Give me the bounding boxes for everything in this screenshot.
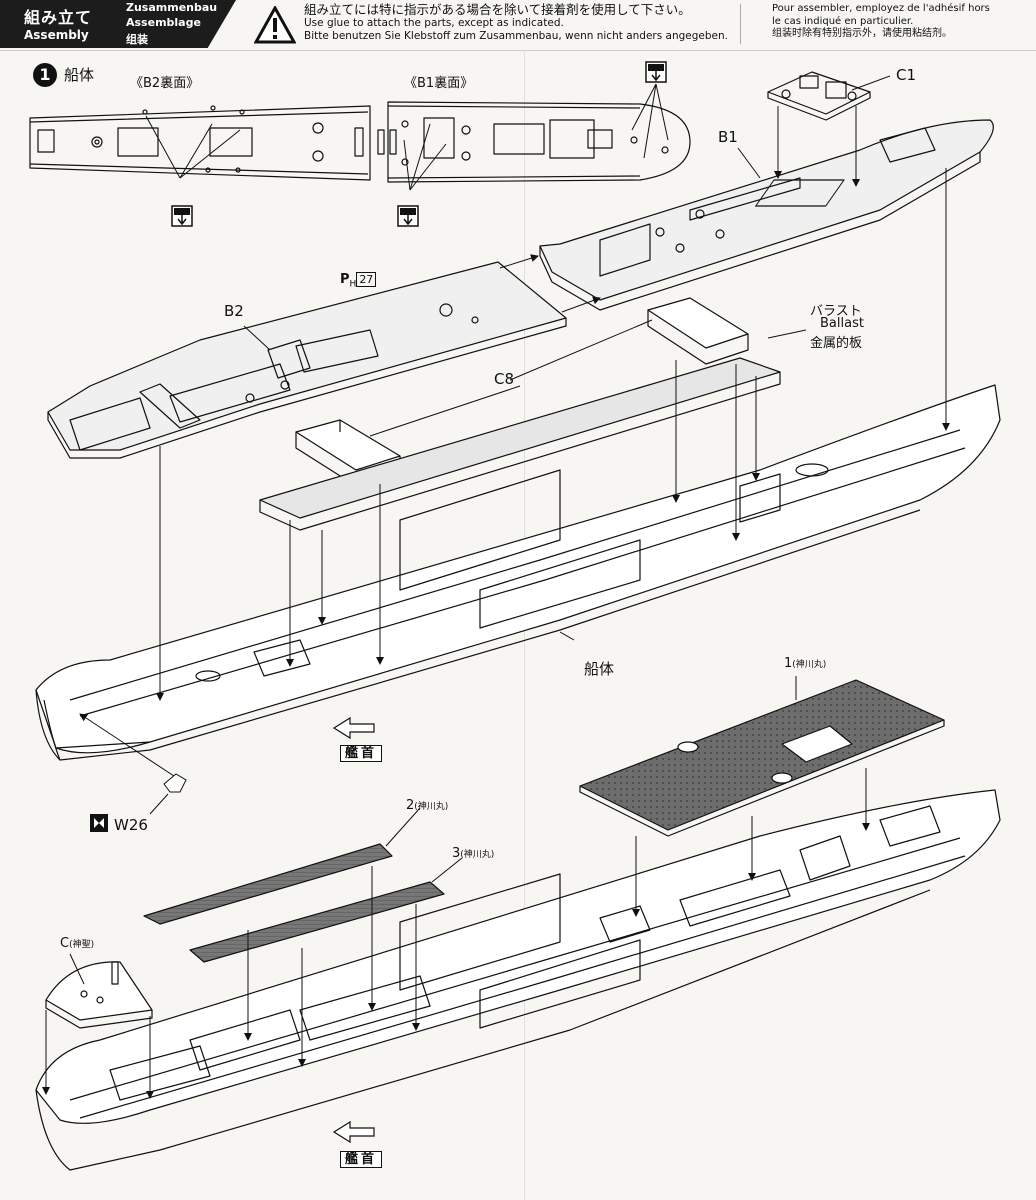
part-c-note: (神聖) bbox=[69, 940, 95, 950]
label-c8: C8 bbox=[494, 370, 515, 388]
header-rule bbox=[0, 50, 1036, 51]
warning-fr-1: Pour assembler, employez de l'adhésif ho… bbox=[772, 3, 990, 14]
label-ballast-en: Ballast bbox=[820, 316, 864, 331]
label-ballast-jp: バラスト bbox=[810, 304, 862, 319]
part-1-deck bbox=[579, 679, 945, 837]
label-part-2: 2(神川丸) bbox=[406, 798, 448, 813]
bow-arrow-icon-2 bbox=[332, 1120, 375, 1144]
title-zh: 组装 bbox=[126, 33, 148, 46]
title-jp: 組み立て bbox=[24, 8, 93, 27]
warning-fr-2: le cas indiqué en particulier. bbox=[772, 15, 914, 27]
hull-bottom bbox=[35, 789, 1001, 1171]
title-en: Assembly bbox=[24, 28, 89, 42]
movable-part-icon bbox=[90, 814, 108, 832]
label-part-c: C(神聖) bbox=[60, 936, 94, 951]
no-glue-icon-3 bbox=[645, 61, 667, 83]
label-part-1: 1(神川丸) bbox=[784, 656, 826, 671]
part-3-number: 3 bbox=[452, 846, 461, 861]
no-glue-icon-1 bbox=[171, 205, 193, 227]
warning-en: Use glue to attach the parts, except as … bbox=[304, 17, 564, 29]
label-ballast-zh: 金属的板 bbox=[810, 336, 863, 351]
label-b2: B2 bbox=[224, 302, 244, 320]
part-3-deck bbox=[189, 881, 445, 963]
warning-zh: 组装时除有特别指示外，请使用粘结剂。 bbox=[772, 28, 952, 39]
label-part-3: 3(神川丸) bbox=[452, 846, 494, 861]
label-b2-reverse: 《B2裏面》 bbox=[130, 76, 200, 91]
b2-reverse-plan bbox=[29, 105, 371, 181]
part-c-letter: C bbox=[60, 936, 70, 951]
warning-icon bbox=[254, 6, 296, 44]
header-divider bbox=[740, 4, 741, 44]
part-3-note: (神川丸) bbox=[460, 850, 495, 860]
glue-warning: 組み立てには特に指示がある場合を除いて接着剤を使用して下さい。 Use glue… bbox=[244, 2, 764, 46]
part-2-number: 2 bbox=[406, 798, 415, 813]
part-2-deck bbox=[143, 843, 393, 925]
part-w26 bbox=[163, 773, 187, 793]
label-b1: B1 bbox=[718, 128, 738, 146]
part-1-number: 1 bbox=[784, 656, 793, 671]
part-b2-deck bbox=[47, 261, 567, 459]
step-number-badge: 1 bbox=[33, 63, 57, 87]
no-glue-icon-2 bbox=[397, 205, 419, 227]
part-c-bow bbox=[45, 961, 153, 1029]
ph27-num: 27 bbox=[356, 272, 377, 287]
ph27-prefix: P bbox=[340, 272, 350, 287]
ballast-plates bbox=[259, 297, 781, 531]
label-w26: W26 bbox=[114, 816, 148, 834]
ph27-sub: H bbox=[349, 279, 357, 290]
label-hull: 船体 bbox=[584, 660, 615, 678]
bow-arrow-icon-1 bbox=[332, 716, 375, 740]
part-2-note: (神川丸) bbox=[414, 802, 449, 812]
section-title-block: 組み立て Assembly Zusammenbau Assemblage 组装 bbox=[0, 0, 236, 48]
label-c1: C1 bbox=[896, 66, 917, 84]
bow-label-1: 艦首 bbox=[340, 742, 383, 762]
warning-jp: 組み立てには特に指示がある場合を除いて接着剤を使用して下さい。 bbox=[304, 2, 691, 17]
part-b1-deck bbox=[539, 119, 994, 311]
instruction-header: 組み立て Assembly Zusammenbau Assemblage 组装 bbox=[0, 0, 1036, 48]
glue-warning-fr-zh: Pour assembler, employez de l'adhésif ho… bbox=[772, 3, 1034, 41]
title-fr: Assemblage bbox=[126, 16, 201, 29]
bow-label-2: 艦首 bbox=[340, 1148, 383, 1168]
label-b1-reverse: 《B1裏面》 bbox=[404, 76, 474, 91]
step-title: 船体 bbox=[64, 66, 95, 84]
part-c1 bbox=[767, 71, 871, 121]
part-1-note: (神川丸) bbox=[792, 660, 827, 670]
title-de: Zusammenbau bbox=[126, 1, 218, 14]
warning-de: Bitte benutzen Sie Klebstoff zum Zusamme… bbox=[304, 29, 728, 42]
